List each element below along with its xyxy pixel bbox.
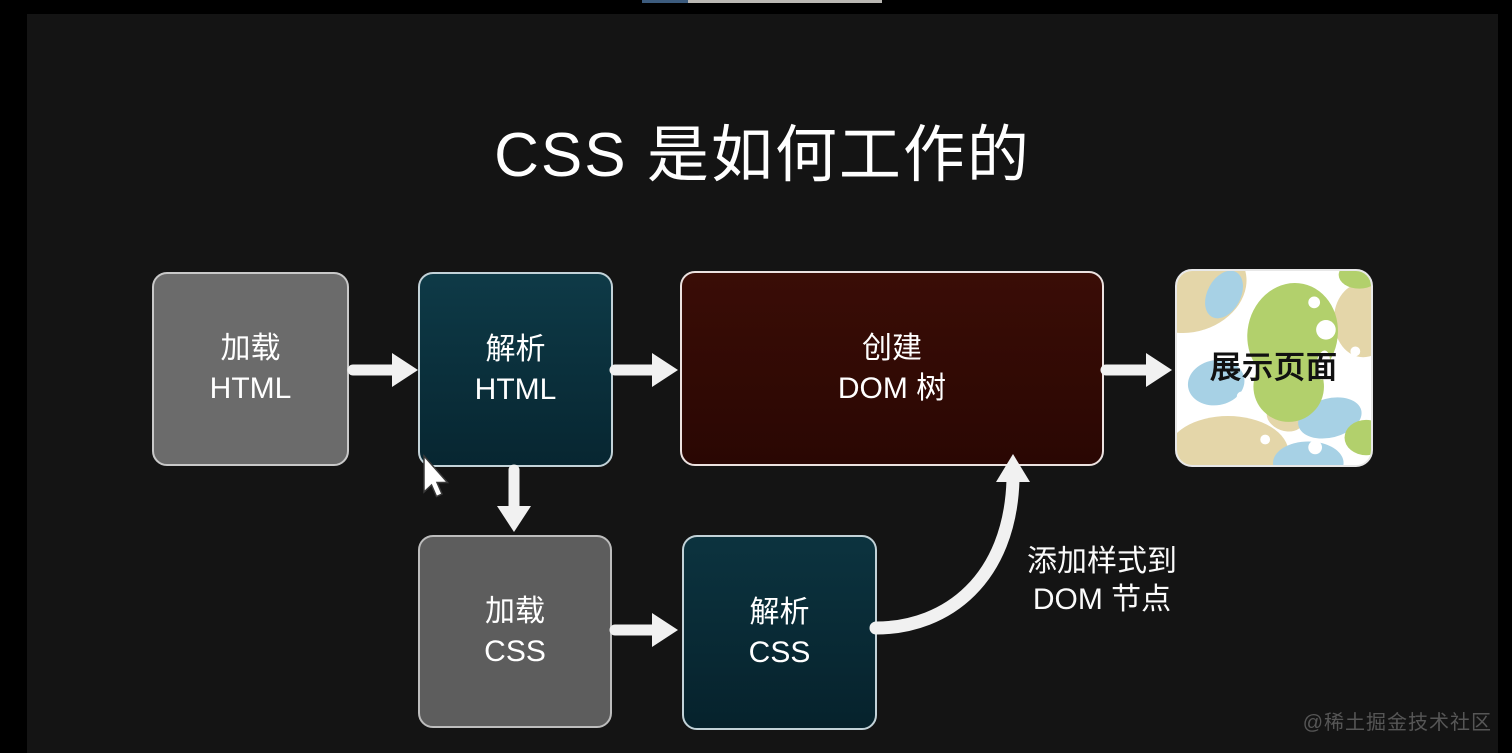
flow-node-load-html: 加载 HTML: [152, 272, 349, 466]
node-label-line: 解析: [485, 332, 546, 366]
node-label-line: CSS: [484, 634, 546, 668]
node-label-line: HTML: [474, 372, 557, 406]
flow-node-load-css: 加载 CSS: [418, 535, 612, 728]
video-progressbar-watched-segment[interactable]: [642, 0, 688, 3]
node-label-line: DOM 树: [837, 371, 947, 405]
node-label-line: 创建: [862, 331, 922, 365]
edge-label-add-styles-to-dom: 添加样式到 DOM 节点: [1002, 543, 1202, 619]
edge-label-line: DOM 节点: [1032, 583, 1172, 616]
node-label-line: 加载: [485, 594, 545, 628]
flow-node-create-dom-tree: 创建 DOM 树: [680, 271, 1104, 466]
rendered-page-thumbnail: [1177, 271, 1371, 465]
slide-background: CSS 是如何工作的 加载 HTML 解析 HTML 创建 DOM 树: [27, 14, 1498, 753]
node-label-line: 加载: [220, 332, 281, 365]
node-label-line: 解析: [749, 595, 810, 629]
edge-label-line: 添加样式到: [1027, 545, 1177, 578]
slide-title: CSS 是如何工作的: [494, 121, 1031, 190]
watermark: @稀土掘金技术社区: [1302, 712, 1492, 734]
flow-node-parse-css: 解析 CSS: [682, 535, 877, 730]
video-progressbar-buffered-segment[interactable]: [688, 0, 882, 3]
flow-node-parse-html: 解析 HTML: [418, 272, 613, 467]
node-label-line: HTML: [209, 372, 292, 405]
flow-node-display-page: 展示页面: [1175, 269, 1373, 467]
node-label-line: CSS: [748, 635, 811, 669]
node-label: 展示页面: [1210, 350, 1338, 385]
